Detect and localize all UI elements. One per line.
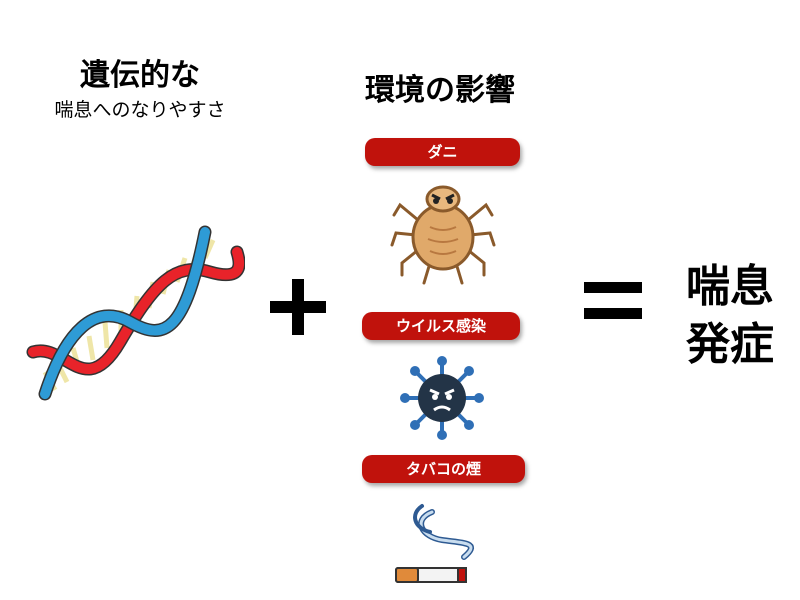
dna-helix-icon — [25, 222, 245, 402]
virus-icon — [400, 356, 484, 440]
equals-icon — [582, 278, 644, 324]
result-text: 喘息 発症 — [665, 258, 795, 374]
factor-pill-dust-mite: ダニ — [365, 138, 520, 166]
result-line-1: 喘息 — [686, 261, 774, 312]
genetic-title: 遺伝的な — [80, 58, 200, 93]
dust-mite-icon — [388, 175, 498, 290]
environment-title: 環境の影響 — [365, 73, 515, 108]
factor-pill-cigarette-smoke: タバコの煙 — [362, 455, 525, 483]
genetic-subtitle: 喘息へのなりやすさ — [54, 99, 226, 121]
plus-icon — [268, 277, 328, 337]
result-line-2: 発症 — [686, 319, 774, 370]
cigarette-icon — [392, 502, 487, 590]
factor-pill-virus: ウイルス感染 — [362, 312, 520, 340]
